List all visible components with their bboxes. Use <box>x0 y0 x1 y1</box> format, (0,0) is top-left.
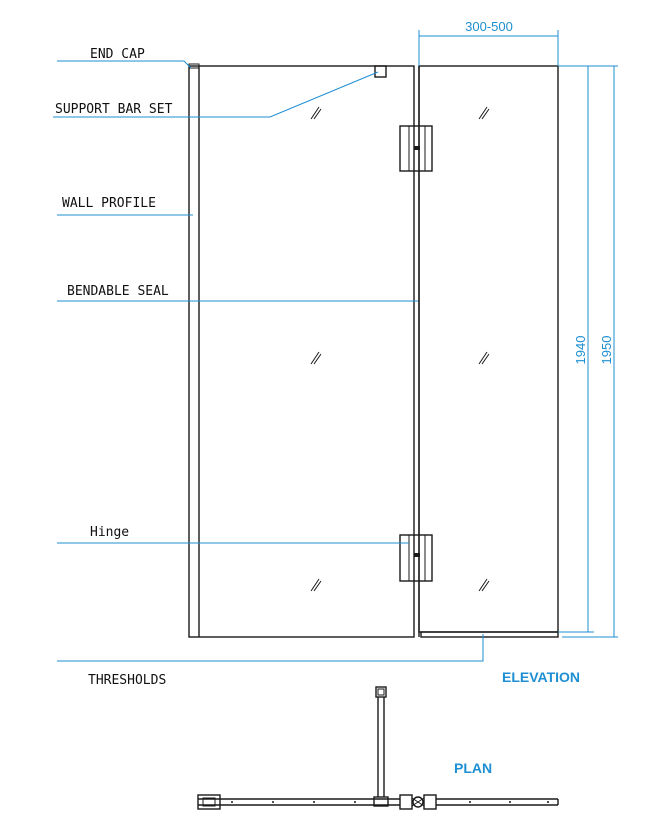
inner-height-dimension-text: 1940 <box>573 336 588 365</box>
hinge-label: Hinge <box>90 525 129 540</box>
bendable-seal-label: BENDABLE SEAL <box>67 284 169 299</box>
support-bar-set-label: SUPPORT BAR SET <box>55 102 173 117</box>
support-bar-clamp <box>374 65 387 78</box>
plan-wall-profile <box>197 794 221 810</box>
height-dimension-1940 <box>558 65 594 633</box>
end-cap-label: END CAP <box>90 47 145 62</box>
glass-reflection-icon <box>310 106 490 592</box>
hinge-bottom <box>399 534 433 582</box>
elevation-view-title: ELEVATION <box>502 669 580 685</box>
plan-fixed-glass <box>198 798 400 806</box>
panel-width-dimension-text: 300-500 <box>465 19 513 34</box>
swing-glass-panel <box>418 65 559 633</box>
height-dimension-1950 <box>562 65 618 638</box>
threshold <box>420 631 559 638</box>
plan-glass-markers <box>231 801 549 803</box>
plan-swing-glass <box>436 798 559 806</box>
wall-profile-label: WALL PROFILE <box>62 196 156 211</box>
hinge-top <box>399 125 433 172</box>
overall-height-dimension-text: 1950 <box>599 336 614 365</box>
plan-view <box>197 686 559 810</box>
leader-lines <box>53 60 484 662</box>
plan-support-bar <box>373 686 389 807</box>
plan-hinge <box>399 794 437 810</box>
thresholds-label: THRESHOLDS <box>88 673 166 688</box>
fixed-glass-panel <box>188 65 415 638</box>
plan-view-title: PLAN <box>454 760 492 776</box>
width-dimension <box>418 30 559 66</box>
